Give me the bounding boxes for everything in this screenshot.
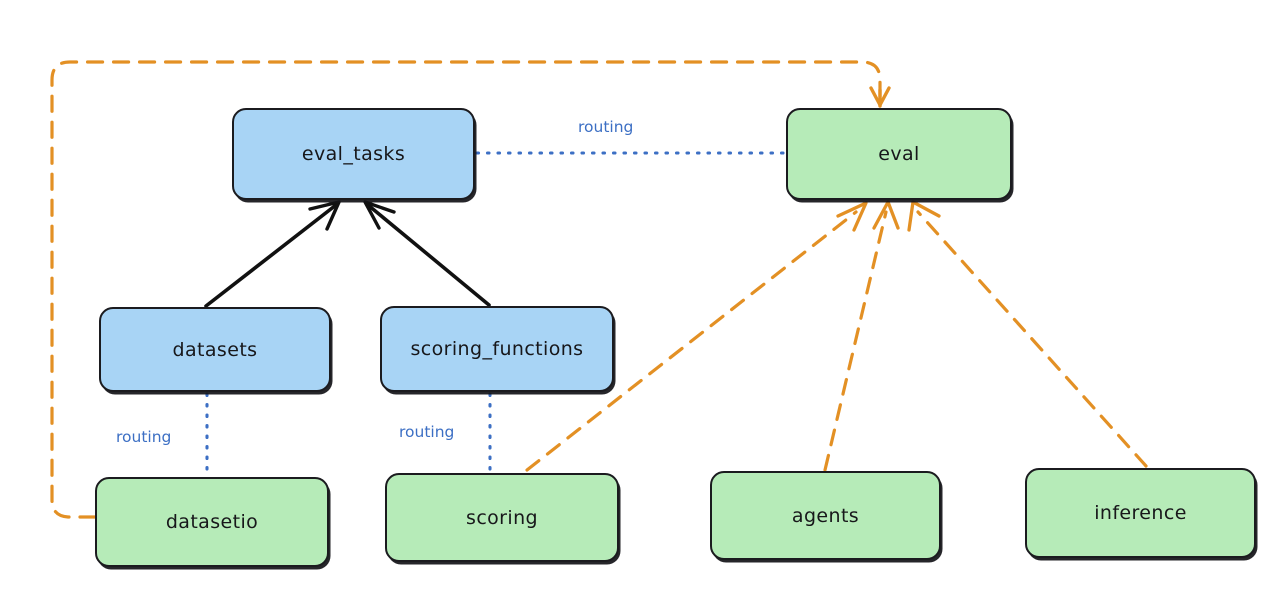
node-label: datasetio (165, 511, 259, 533)
node-eval-tasks[interactable]: eval_tasks (232, 108, 475, 200)
edge-label-routing-datasets: routing (116, 428, 172, 446)
edge-label-routing-eval-tasks: routing (578, 118, 634, 136)
node-eval[interactable]: eval (786, 108, 1012, 200)
node-label: inference (1094, 502, 1187, 524)
edge-scoring_functions-to-eval_tasks (363, 200, 491, 307)
node-agents[interactable]: agents (710, 471, 941, 560)
node-label: datasets (172, 338, 258, 361)
node-inference[interactable]: inference (1025, 468, 1256, 558)
edge-datasets-to-eval_tasks (204, 200, 341, 308)
node-scoring-functions[interactable]: scoring_functions (380, 306, 614, 392)
node-scoring[interactable]: scoring (385, 473, 619, 562)
edge-label-routing-scoring-functions: routing (399, 423, 455, 441)
node-label: eval_tasks (301, 143, 406, 165)
node-datasets[interactable]: datasets (99, 307, 331, 392)
node-datasetio[interactable]: datasetio (95, 477, 329, 567)
edge-agents-to-eval (823, 200, 900, 472)
node-label: scoring_functions (410, 338, 584, 360)
edge-inference-to-eval (907, 200, 1148, 468)
node-label: agents (791, 504, 860, 527)
node-label: eval (878, 143, 920, 165)
node-label: scoring (466, 506, 538, 529)
